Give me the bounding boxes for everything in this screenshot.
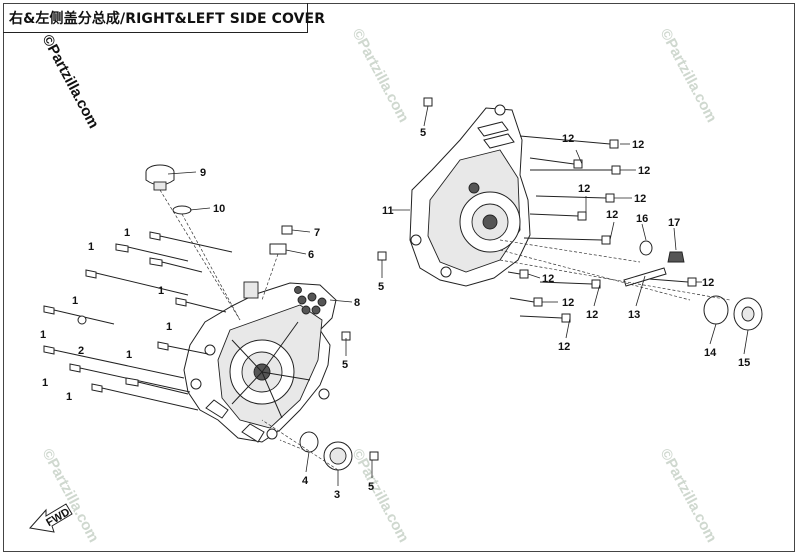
o-ring-part-14 — [703, 295, 729, 325]
callout-12-j: 12 — [586, 309, 598, 321]
callout-1-e: 1 — [166, 321, 172, 333]
callout-12-g: 12 — [542, 273, 554, 285]
callout-16: 16 — [636, 213, 648, 225]
callout-17: 17 — [668, 217, 680, 229]
oil-filler-plug — [145, 164, 175, 191]
bolts-part-1 — [43, 231, 233, 411]
callout-6: 6 — [308, 249, 314, 261]
callout-9: 9 — [200, 167, 206, 179]
callout-2: 2 — [78, 345, 84, 357]
o-ring-part-4 — [299, 431, 319, 453]
callout-5-bottom: 5 — [368, 481, 374, 493]
callout-1-c: 1 — [72, 295, 78, 307]
callout-12-c: 12 — [638, 165, 650, 177]
o-ring-part-10 — [172, 205, 192, 215]
oil-seal-part-3 — [323, 441, 353, 471]
pin-part-7 — [281, 225, 293, 235]
callout-10: 10 — [213, 203, 225, 215]
dowel-part-5c — [423, 97, 433, 107]
callout-14: 14 — [704, 347, 717, 359]
watermark-top-center: ©Partzilla.com — [348, 26, 412, 125]
callout-1-g: 1 — [42, 377, 48, 389]
callout-5-right-cover: 5 — [342, 359, 348, 371]
callout-11: 11 — [382, 205, 394, 217]
callout-5-left-cover-top: 5 — [420, 127, 426, 139]
watermark-top-right: ©Partzilla.com — [656, 26, 720, 125]
diagram-title: 右&左侧盖分总成/RIGHT&LEFT SIDE COVER — [9, 10, 326, 27]
dowel-part-5a — [341, 331, 351, 341]
right-side-cover — [183, 281, 337, 443]
bolts-part-12 — [507, 135, 697, 323]
callout-12-e: 12 — [578, 183, 590, 195]
fwd-label: FWD — [44, 506, 72, 529]
callout-1-b: 1 — [88, 241, 94, 253]
callout-1-i: 1 — [126, 349, 132, 361]
fwd-arrow: FWD — [29, 503, 73, 533]
callout-numbers: 9 10 7 6 8 5 4 3 5 1 1 1 1 1 1 1 1 1 2 1… — [40, 127, 750, 501]
callout-leaders — [167, 105, 749, 486]
cover-fin-cluster — [294, 286, 327, 315]
callout-1-a: 1 — [124, 227, 130, 239]
callout-12-f: 12 — [606, 209, 618, 221]
left-side-cover — [409, 104, 531, 287]
nut-part-17 — [667, 251, 685, 263]
callout-8: 8 — [354, 297, 360, 309]
washer-part-16 — [639, 240, 653, 256]
callout-15: 15 — [738, 357, 750, 369]
dowel-part-5b — [369, 451, 379, 461]
watermark-bottom-center: ©Partzilla.com — [348, 446, 412, 545]
dowel-part-6 — [269, 243, 287, 255]
callout-12-d: 12 — [634, 193, 646, 205]
callout-13: 13 — [628, 309, 640, 321]
callout-5-left-cover-side: 5 — [378, 281, 384, 293]
callout-3: 3 — [334, 489, 340, 501]
callout-1-h: 1 — [66, 391, 72, 403]
title-box: 右&左侧盖分总成/RIGHT&LEFT SIDE COVER — [3, 3, 325, 33]
watermark-bottom-right: ©Partzilla.com — [656, 446, 720, 545]
callout-1-d: 1 — [158, 285, 164, 297]
callout-7: 7 — [314, 227, 320, 239]
callout-1-f: 1 — [40, 329, 46, 341]
callout-12-b: 12 — [562, 133, 574, 145]
watermark-main: ©Partzilla.com — [38, 32, 102, 131]
cap-part-15 — [733, 297, 763, 331]
callout-4: 4 — [302, 475, 309, 487]
dowel-part-5d — [377, 251, 387, 261]
callout-12-i: 12 — [558, 341, 570, 353]
callout-12-k: 12 — [702, 277, 714, 289]
callout-12-h: 12 — [562, 297, 574, 309]
diagram-frame — [3, 3, 795, 552]
callout-12-a: 12 — [632, 139, 644, 151]
